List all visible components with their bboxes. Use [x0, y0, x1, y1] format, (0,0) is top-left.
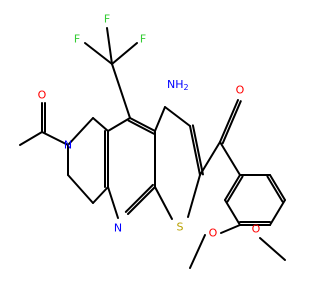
atom-amino: NH2 [167, 78, 189, 92]
bond-c2-carbonyl [199, 141, 221, 176]
bond-c4-c4b [129, 117, 156, 132]
atom-o-ketone: O [236, 84, 245, 97]
bond-ch2-c4a [92, 117, 109, 132]
atom-label-layer: N N S O O O O F F F NH2 [38, 13, 261, 240]
bond-aryl-3 [269, 199, 286, 226]
bond-o-methyl-para [259, 237, 286, 261]
bond-cf3-f-right [111, 42, 138, 65]
atom-o-acetyl: O [38, 89, 47, 102]
bond-c4b-c3 [154, 106, 166, 132]
bond-c8a-n [107, 186, 119, 219]
bond-cf3-f-left [84, 42, 113, 65]
bond-aryl-5 [224, 199, 241, 226]
bond-carbonyl-o [219, 99, 239, 143]
bond-ch2-ch2 [67, 174, 94, 204]
bond-c3-amino [164, 106, 191, 127]
atom-o-methoxy-para: O [252, 223, 261, 236]
bond-c2-c3-second [191, 124, 204, 176]
amino-subscript: 2 [184, 83, 189, 92]
bond-c4-cf3 [111, 63, 131, 119]
bond-aryl-o-meta [220, 224, 241, 234]
bond-aryl-2 [269, 174, 286, 201]
bond-c4a-c4 [107, 117, 131, 132]
bond-ch2-c8a [92, 186, 109, 204]
bond-c8b-s [154, 186, 173, 220]
bond-cf3-f-top [106, 27, 113, 65]
atom-n-ring: N [64, 139, 72, 152]
atom-f-right: F [140, 33, 146, 46]
bond-aryl-6-second [226, 175, 244, 203]
bond-aryl-2-second [266, 175, 284, 203]
atom-f-top: F [104, 13, 110, 26]
atom-o-methoxy-meta: O [209, 227, 218, 240]
bond-acetyl-carbonyl-n [41, 131, 69, 146]
bond-layer [19, 27, 286, 269]
amino-nh: NH [167, 78, 184, 91]
atom-s-thiophene: S [177, 221, 184, 234]
bond-s-c2 [187, 174, 201, 218]
bond-c8b-n-second [124, 183, 154, 213]
bond-c8b-n [127, 186, 156, 215]
bond-o-methyl-meta [189, 234, 206, 269]
bond-acetyl-methyl [19, 131, 43, 146]
molecule-structure: N N S O O O O F F F NH2 [19, 13, 286, 269]
bond-c2-c3 [189, 125, 201, 176]
bond-aryl-6 [224, 174, 241, 201]
atom-n-pyridine: N [114, 222, 122, 235]
bond-carbonyl-aryl [219, 141, 241, 176]
bond-carbonyl-o-second [221, 100, 242, 145]
bond-ring-n-ch2 [67, 117, 94, 146]
atom-f-left: F [74, 33, 80, 46]
bond-c4-c4b-second [127, 119, 155, 135]
